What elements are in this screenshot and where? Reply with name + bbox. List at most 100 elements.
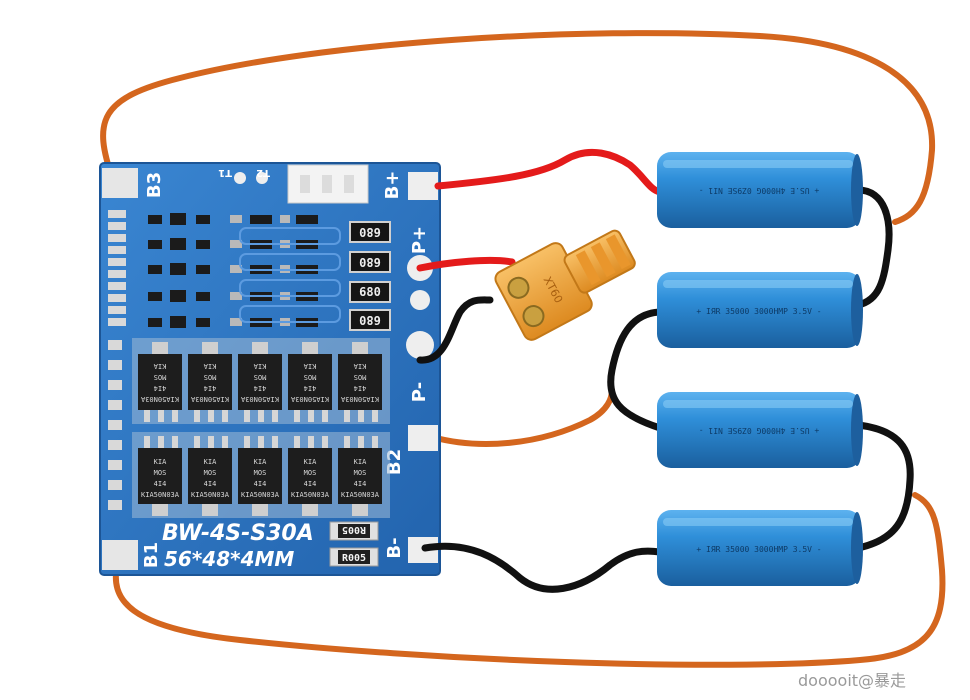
mosfet-marking: 4I4 xyxy=(354,480,367,488)
mosfet-marking: MOS xyxy=(354,469,367,477)
wire-p-plus-red xyxy=(416,256,516,272)
thermistor-t1-pad xyxy=(234,172,246,184)
mosfet-marking: MOS xyxy=(304,373,317,381)
mosfet-marking: MOS xyxy=(154,373,167,381)
mosfet-marking: 4I4 xyxy=(154,480,167,488)
mosfet-marking: KIA xyxy=(253,362,266,370)
mosfet-marking: MOS xyxy=(354,373,367,381)
mosfet-marking: KIA xyxy=(303,362,316,370)
mosfet-marking: KIA50N03A xyxy=(141,491,180,499)
thermistor-t2-pad xyxy=(256,172,268,184)
balance-resistor-3: 680 xyxy=(349,281,391,303)
svg-text:680: 680 xyxy=(359,313,381,327)
mosfet-marking: 4I4 xyxy=(304,384,317,392)
battery-cell-1: + US.E 4H000G 0Z9SE NI1 - xyxy=(657,152,863,228)
mosfet-marking: KIA50N03A xyxy=(191,491,230,499)
pad-b-plus xyxy=(408,172,438,200)
wire-cell2-cell3-black xyxy=(607,308,666,432)
board-dimension-label: 56*48*4MM xyxy=(164,547,294,571)
pad-label-b3: B3 xyxy=(144,172,165,198)
pad-label-p-minus: P- xyxy=(409,382,430,402)
battery-cell-label: + IЯR 35000 3000HMP 3.5V - xyxy=(696,545,821,554)
mosfet-marking: 4I4 xyxy=(304,480,317,488)
svg-text:R005: R005 xyxy=(342,553,366,564)
mosfet-marking: KIA xyxy=(304,458,317,466)
mosfet-marking: MOS xyxy=(204,469,217,477)
thermistor-label-t2: T2 xyxy=(256,167,270,178)
mosfet-marking: KIA50N03A xyxy=(240,395,279,403)
mosfet-marking: 4I4 xyxy=(354,384,367,392)
battery-cell-4: + IЯR 35000 3000HMP 3.5V - xyxy=(657,510,863,586)
svg-text:680: 680 xyxy=(359,285,381,299)
pad-label-b-minus: B- xyxy=(384,537,405,558)
pad-p-minus xyxy=(406,331,434,359)
mosfet-marking: KIA xyxy=(354,458,367,466)
wire-cell3-cell4-black xyxy=(854,421,914,552)
balance-resistor-4: 680 xyxy=(349,309,391,331)
mosfet-marking: KIA xyxy=(154,458,167,466)
left-pads xyxy=(102,168,138,570)
wire-cell1-cell2-black xyxy=(854,186,893,309)
pad-label-b-plus: B+ xyxy=(382,171,403,200)
temp-connector xyxy=(287,164,369,204)
mosfet-marking: KIA xyxy=(203,362,216,370)
svg-text:680: 680 xyxy=(359,255,381,269)
mosfet-marking: KIA xyxy=(204,458,217,466)
mosfet-marking: MOS xyxy=(204,373,217,381)
battery-cell-label: + US.E 4H000G 0Z9SE NI1 - xyxy=(699,426,819,435)
svg-text:680: 680 xyxy=(359,225,381,239)
pad-p-plus-2 xyxy=(410,290,430,310)
battery-cells: + US.E 4H000G 0Z9SE NI1 - + IЯR 35000 300… xyxy=(657,152,863,586)
mosfet-marking: MOS xyxy=(254,373,267,381)
mosfet-marking: 4I4 xyxy=(204,384,217,392)
mosfet-marking: 4I4 xyxy=(204,480,217,488)
mosfet-marking: KIA50N03A xyxy=(340,395,379,403)
mosfet-marking: KIA50N03A xyxy=(190,395,229,403)
pad-label-b1: B1 xyxy=(141,542,162,568)
wire-p-minus-black xyxy=(416,296,494,364)
mosfet-marking: KIA xyxy=(353,362,366,370)
board-model-label: BW-4S-S30A xyxy=(162,521,314,546)
bms-board: B3 B1 B+ P+ P- B2 B- T1 T2 xyxy=(99,162,441,576)
mosfet-marking: KIA xyxy=(153,362,166,370)
wire-b-minus-black xyxy=(421,542,664,593)
battery-cell-label: + IЯR 35000 3000HMP 3.5V - xyxy=(696,307,821,316)
mosfet-marking: 4I4 xyxy=(254,480,267,488)
balance-resistor-2: 680 xyxy=(349,251,391,273)
shunt-resistor-1: R005 xyxy=(329,521,379,541)
pad-b2 xyxy=(408,425,438,451)
pad-label-p-plus: P+ xyxy=(409,226,430,254)
mosfet-marking: MOS xyxy=(304,469,317,477)
mosfet-marking: MOS xyxy=(154,469,167,477)
mosfet-marking: KIA50N03A xyxy=(291,491,330,499)
battery-cell-3: + US.E 4H000G 0Z9SE NI1 - xyxy=(657,392,863,468)
mosfet-marking: KIA50N03A xyxy=(241,491,280,499)
wire-b1-orange xyxy=(112,492,946,668)
mosfet-marking: KIA50N03A xyxy=(140,395,179,403)
mosfet-marking: 4I4 xyxy=(154,384,167,392)
xt60-connector: XT60 xyxy=(494,229,636,341)
mosfet-marking: MOS xyxy=(254,469,267,477)
mosfet-marking: KIA xyxy=(254,458,267,466)
wire-b3-orange xyxy=(100,30,936,225)
watermark: dooooit@暴走 xyxy=(798,671,906,690)
mosfet-marking: KIA50N03A xyxy=(290,395,329,403)
wire-b2-orange xyxy=(429,387,615,447)
mosfet-marking: 4I4 xyxy=(254,384,267,392)
balance-resistor-1: 680 xyxy=(349,221,391,243)
svg-text:R005: R005 xyxy=(342,524,366,535)
battery-cell-label: + US.E 4H000G 0Z9SE NI1 - xyxy=(699,186,819,195)
